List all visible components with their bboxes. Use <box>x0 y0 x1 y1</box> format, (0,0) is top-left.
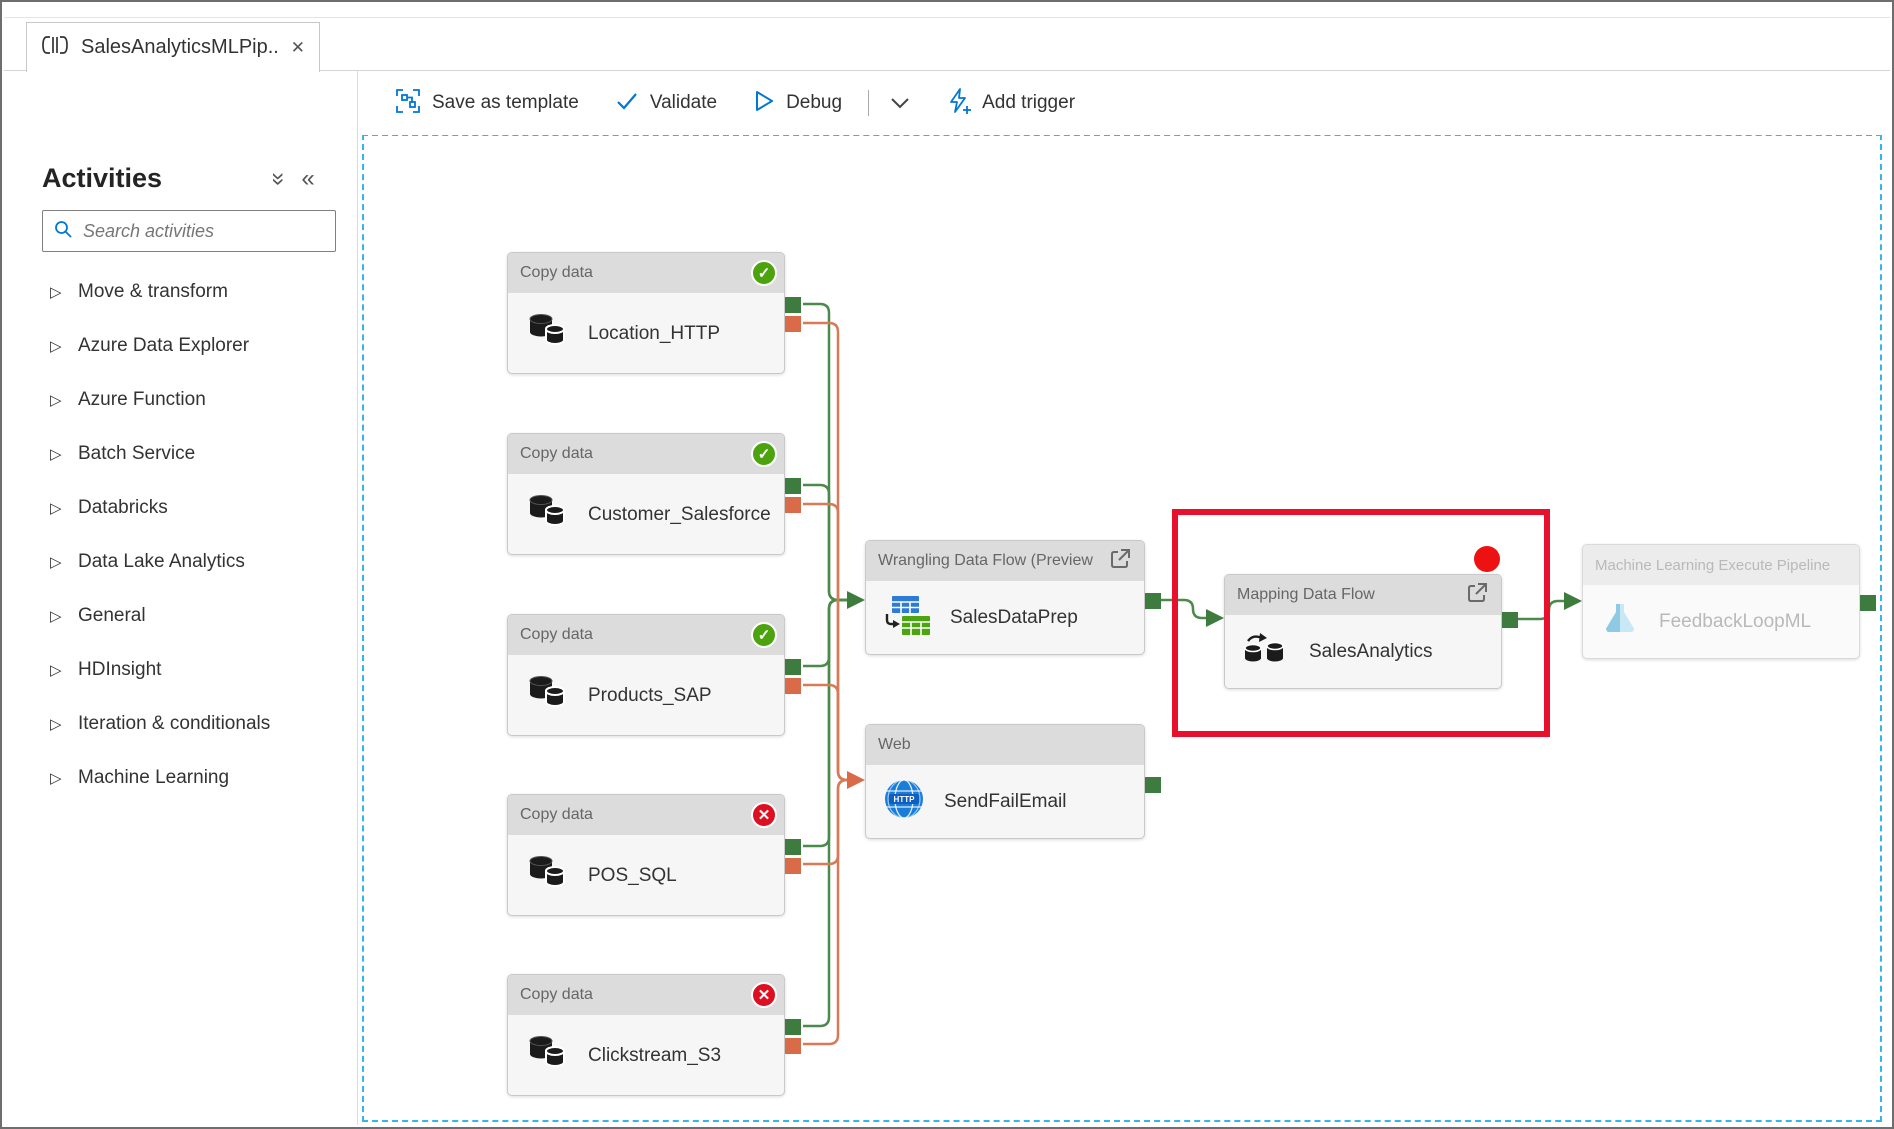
activities-title: Activities <box>42 163 163 193</box>
sidebar-item-iteration-conditionals[interactable]: ▷ Iteration & conditionals <box>50 713 271 734</box>
panel-divider <box>357 71 358 1125</box>
chevron-right-icon: ▷ <box>50 662 62 679</box>
status-badge: ✓ <box>751 260 777 286</box>
failure-port[interactable] <box>785 497 801 513</box>
tabstrip-top-line <box>4 17 1890 18</box>
activity-node-customer-salesforce[interactable]: Copy data ✓ Customer_Salesforce <box>507 433 801 555</box>
collapse-panel-icon[interactable]: « <box>301 165 315 192</box>
success-port[interactable] <box>1502 612 1518 628</box>
tabstrip-bottom-line <box>4 70 1890 71</box>
activity-name: Location_HTTP <box>588 322 721 344</box>
chevron-right-icon: ▷ <box>50 392 62 409</box>
chevron-right-icon: ▷ <box>50 716 62 733</box>
search-icon <box>53 219 73 244</box>
success-port[interactable] <box>785 839 801 855</box>
toolbar-separator <box>868 90 870 116</box>
failure-port[interactable] <box>785 678 801 694</box>
success-port[interactable] <box>785 659 801 675</box>
sidebar-item-databricks[interactable]: ▷ Databricks <box>50 497 168 518</box>
success-port[interactable] <box>785 1019 801 1035</box>
success-port[interactable] <box>1145 593 1161 609</box>
activity-name: SalesDataPrep <box>950 607 1078 628</box>
activity-name: Customer_Salesforce <box>588 503 771 525</box>
canvas-selection-border <box>362 134 1882 1122</box>
validate-button[interactable]: Validate <box>615 90 717 117</box>
activity-node-pos-sql[interactable]: Copy data ✕ POS_SQL <box>507 794 801 916</box>
chevron-right-icon: ▷ <box>50 284 62 301</box>
activity-name: SalesAnalytics <box>1309 641 1433 662</box>
validate-check-icon <box>615 90 639 117</box>
debug-button[interactable]: Debug <box>753 89 842 118</box>
activity-node-feedbackloopml[interactable]: Machine Learning Execute Pipeline Feedba… <box>1582 544 1876 659</box>
activity-node-products-sap[interactable]: Copy data ✓ Products_SAP <box>507 614 801 736</box>
success-port[interactable] <box>1145 777 1161 793</box>
failure-port[interactable] <box>785 316 801 332</box>
sidebar-item-azure-function[interactable]: ▷ Azure Function <box>50 389 206 410</box>
status-badge: ✕ <box>751 982 777 1008</box>
activities-search[interactable] <box>42 210 336 252</box>
mapping-dataflow-icon <box>1243 631 1289 673</box>
add-trigger-button[interactable]: Add trigger <box>947 87 1075 120</box>
sidebar-item-data-lake-analytics[interactable]: ▷ Data Lake Analytics <box>50 551 245 572</box>
status-badge: ✓ <box>751 622 777 648</box>
success-port[interactable] <box>785 297 801 313</box>
lightning-plus-icon <box>947 87 972 120</box>
activity-name: POS_SQL <box>588 864 677 886</box>
open-in-new-icon[interactable] <box>1465 581 1489 610</box>
chevron-right-icon: ▷ <box>50 608 62 625</box>
debug-options-chevron-icon[interactable] <box>889 96 911 110</box>
save-as-template-button[interactable]: Save as template <box>395 88 579 119</box>
template-icon <box>395 88 421 119</box>
sidebar-item-batch-service[interactable]: ▷ Batch Service <box>50 443 196 464</box>
chevron-right-icon: ▷ <box>50 338 62 355</box>
success-port[interactable] <box>785 478 801 494</box>
tab-title: SalesAnalyticsMLPip... <box>81 36 279 58</box>
activity-node-salesanalytics[interactable]: Mapping Data Flow SalesAnalytics <box>1224 574 1518 689</box>
activities-panel: Activities » « ▷ Move & transform ▷ Azur… <box>4 71 357 1125</box>
wrangling-dataflow-icon <box>884 594 930 642</box>
sidebar-item-azure-data-explorer[interactable]: ▷ Azure Data Explorer <box>50 335 250 356</box>
svg-text:HTTP: HTTP <box>894 795 916 804</box>
activities-list: ▷ Move & transform ▷ Azure Data Explorer… <box>4 265 357 805</box>
play-icon <box>753 89 775 118</box>
failure-port[interactable] <box>785 1038 801 1054</box>
copy-data-icon <box>526 854 568 898</box>
copy-data-icon <box>526 312 568 356</box>
copy-data-icon <box>526 1034 568 1078</box>
chevron-right-icon: ▷ <box>50 554 62 571</box>
chevron-right-icon: ▷ <box>50 770 62 787</box>
copy-data-icon <box>526 493 568 537</box>
web-http-icon: HTTP <box>884 779 924 825</box>
activity-node-clickstream-s3[interactable]: Copy data ✕ Clickstream_S3 <box>507 974 801 1096</box>
success-port[interactable] <box>1860 595 1876 611</box>
pipeline-icon <box>41 35 69 60</box>
activity-name: SendFailEmail <box>944 791 1067 812</box>
chevron-right-icon: ▷ <box>50 446 62 463</box>
failure-port[interactable] <box>785 858 801 874</box>
activity-name: Clickstream_S3 <box>588 1044 722 1066</box>
red-dot-annotation <box>1474 546 1500 572</box>
activity-node-sendfailemail[interactable]: Web HTTP SendFailEmail <box>865 724 1161 839</box>
ml-flask-icon <box>1601 601 1639 643</box>
open-in-new-icon[interactable] <box>1108 547 1132 576</box>
tab-close-icon[interactable]: ✕ <box>290 37 305 57</box>
activity-name: Products_SAP <box>588 684 712 706</box>
search-input[interactable] <box>83 220 325 242</box>
chevron-right-icon: ▷ <box>50 500 62 517</box>
copy-data-icon <box>526 674 568 718</box>
activity-name: FeedbackLoopML <box>1659 611 1812 632</box>
collapse-all-icon[interactable]: » <box>265 172 293 186</box>
sidebar-item-move-transform[interactable]: ▷ Move & transform <box>50 281 228 302</box>
status-badge: ✕ <box>751 802 777 828</box>
sidebar-item-general[interactable]: ▷ General <box>50 605 146 626</box>
pipeline-toolbar: Save as template Validate Debug <box>358 71 1890 135</box>
activity-node-location-http[interactable]: Copy data ✓ Location_HTTP <box>507 252 801 374</box>
activity-node-salesdataprep[interactable]: Wrangling Data Flow (Preview <box>865 540 1161 655</box>
sidebar-item-hdinsight[interactable]: ▷ HDInsight <box>50 659 162 680</box>
pipeline-tab[interactable]: SalesAnalyticsMLPip... ✕ <box>26 22 320 72</box>
status-badge: ✓ <box>751 441 777 467</box>
sidebar-item-machine-learning[interactable]: ▷ Machine Learning <box>50 767 230 788</box>
